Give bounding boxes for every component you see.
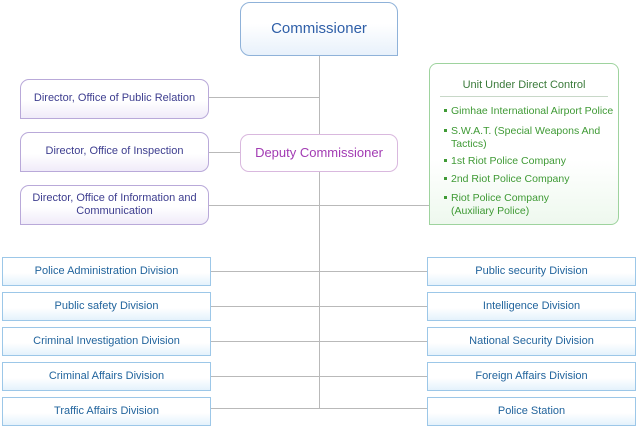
director-public-relation-label: Director, Office of Public Relation <box>33 92 196 105</box>
division-box-criminal-investigation: Criminal Investigation Division <box>2 327 211 356</box>
unit-item: S.W.A.T. (Special Weapons And Tactics) <box>444 125 614 151</box>
division-box-police-administration: Police Administration Division <box>2 257 211 286</box>
unit-item: Gimhae International Airport Police <box>444 105 613 118</box>
division-box-public-safety: Public safety Division <box>2 292 211 321</box>
unit-item: 2nd Riot Police Company <box>444 173 569 186</box>
director-inspection-label: Director, Office of Inspection <box>45 145 184 158</box>
director-public-relation-box: Director, Office of Public Relation <box>20 79 209 119</box>
connector-director-inspection <box>209 152 240 153</box>
division-box-national-security: National Security Division <box>427 327 636 356</box>
deputy-commissioner-box: Deputy Commissioner <box>240 134 398 172</box>
division-label: Foreign Affairs Division <box>475 369 588 382</box>
division-box-intelligence: Intelligence Division <box>427 292 636 321</box>
director-inspection-box: Director, Office of Inspection <box>20 132 209 172</box>
commissioner-box: Commissioner <box>240 2 398 56</box>
division-box-criminal-affairs: Criminal Affairs Division <box>2 362 211 391</box>
director-information-box: Director, Office of Information and Comm… <box>20 185 209 225</box>
division-label: Police Administration Division <box>34 264 179 277</box>
unit-under-direct-control-box: Unit Under Direct Control Gimhae Interna… <box>429 63 619 225</box>
bullet-icon <box>444 109 447 112</box>
connector-director-information <box>209 205 429 206</box>
connector-division-row-3 <box>211 341 427 342</box>
unit-item: Riot Police Company (Auxiliary Police) <box>444 192 574 218</box>
division-label: Public safety Division <box>54 299 159 312</box>
unit-item-label: Riot Police Company (Auxiliary Police) <box>451 192 550 218</box>
bullet-icon <box>444 129 447 132</box>
division-box-police-station: Police Station <box>427 397 636 426</box>
commissioner-label: Commissioner <box>271 20 367 37</box>
unit-item-label: 2nd Riot Police Company <box>451 173 570 185</box>
unit-item-label: S.W.A.T. (Special Weapons And Tactics) <box>451 125 601 151</box>
division-label: Police Station <box>497 404 566 417</box>
division-label: Criminal Affairs Division <box>48 369 165 382</box>
unit-title: Unit Under Direct Control <box>462 79 586 91</box>
connector-director-public-relation <box>209 97 319 98</box>
bullet-icon <box>444 177 447 180</box>
division-label: National Security Division <box>469 334 594 347</box>
division-box-public-security: Public security Division <box>427 257 636 286</box>
division-label: Intelligence Division <box>482 299 581 312</box>
division-label: Public security Division <box>475 264 588 277</box>
unit-item-label: Gimhae International Airport Police <box>451 105 614 117</box>
division-label: Criminal Investigation Division <box>33 334 180 347</box>
unit-title-divider <box>440 96 608 97</box>
deputy-commissioner-label: Deputy Commissioner <box>255 145 383 161</box>
division-box-traffic-affairs: Traffic Affairs Division <box>2 397 211 426</box>
connector-division-row-5 <box>211 408 427 409</box>
connector-division-row-4 <box>211 376 427 377</box>
unit-item: 1st Riot Police Company <box>444 155 566 168</box>
connector-division-row-2 <box>211 306 427 307</box>
bullet-icon <box>444 196 447 199</box>
connector-main-trunk <box>319 56 320 408</box>
unit-item-label: 1st Riot Police Company <box>451 155 566 167</box>
connector-division-row-1 <box>211 271 427 272</box>
division-box-foreign-affairs: Foreign Affairs Division <box>427 362 636 391</box>
bullet-icon <box>444 159 447 162</box>
division-label: Traffic Affairs Division <box>54 404 159 417</box>
director-information-label: Director, Office of Information and Comm… <box>32 191 197 217</box>
